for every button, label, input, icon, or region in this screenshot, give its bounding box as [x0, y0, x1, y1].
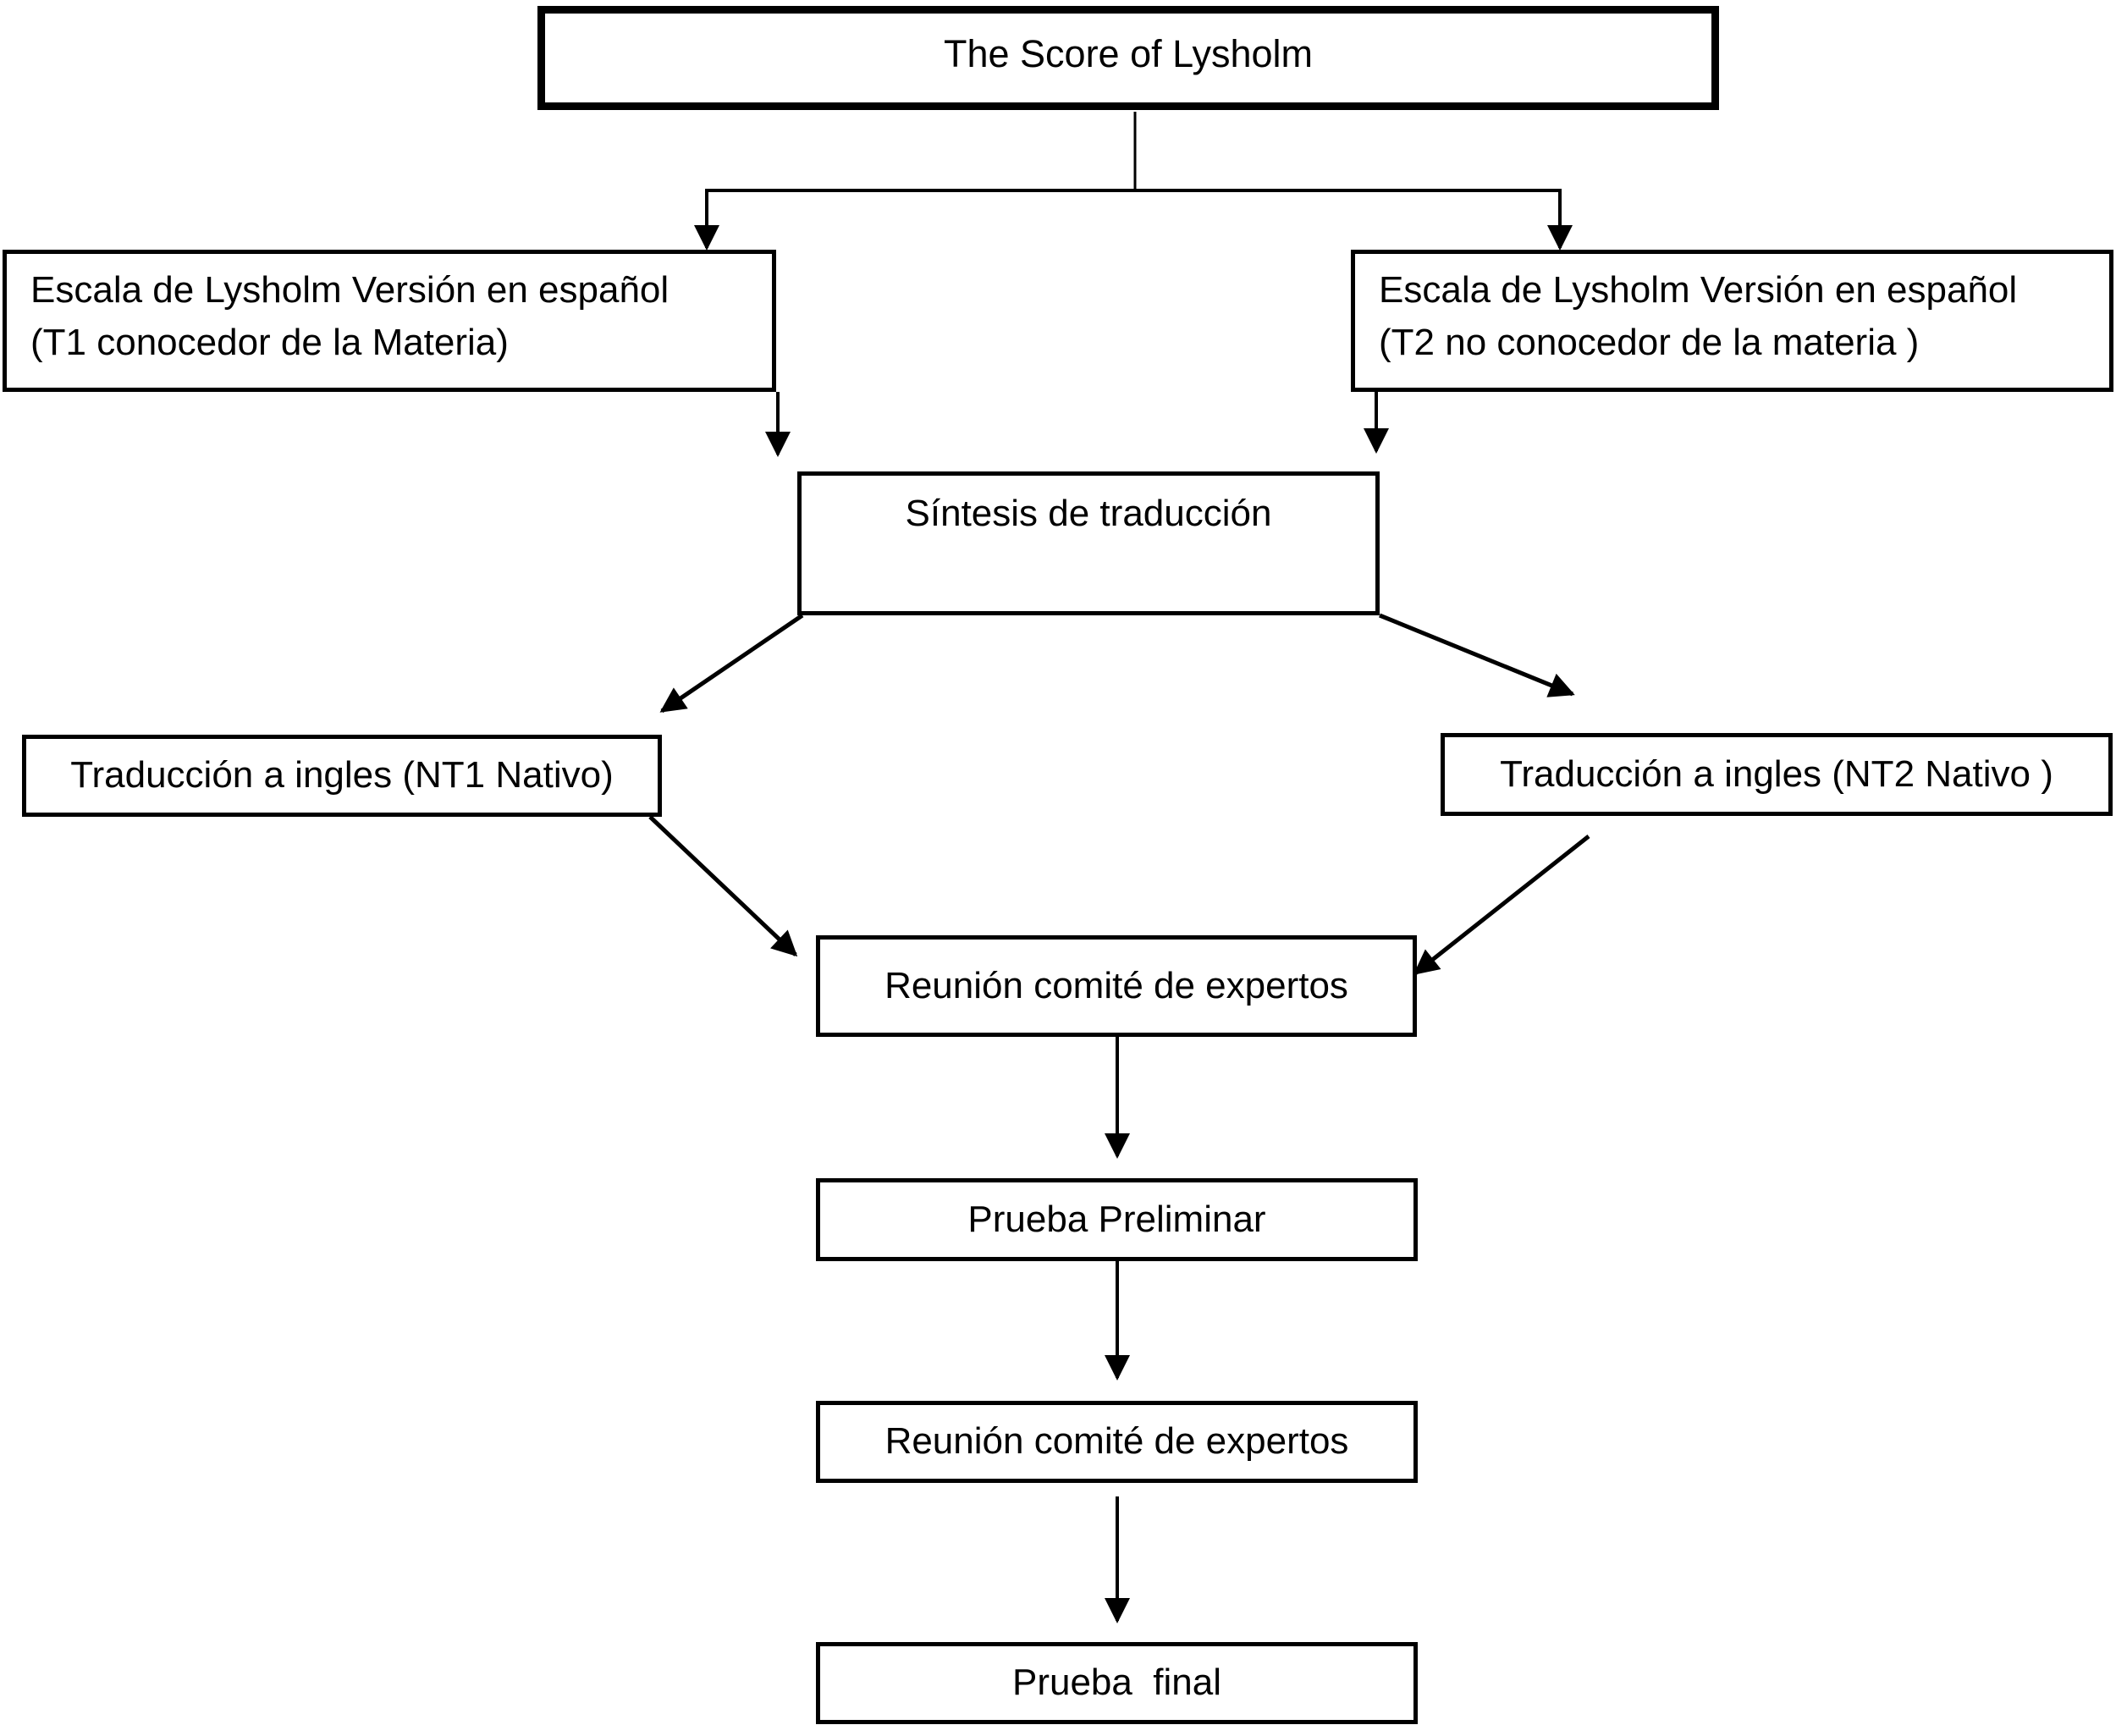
escala-t1-line2: (T1 conocedor de la Materia): [30, 322, 509, 363]
box-nt1: Traducción a ingles (NT1 Nativo): [22, 735, 662, 817]
box-escala-t1: Escala de Lysholm Versión en español (T1…: [3, 250, 776, 392]
box-title: The Score of Lysholm: [537, 6, 1719, 110]
arrow-sintesis-to-nt2: [1379, 613, 1575, 697]
box-prueba-final: Prueba final: [816, 1642, 1418, 1724]
reunion-1-label: Reunión comité de expertos: [884, 964, 1348, 1006]
box-prueba-preliminar: Prueba Preliminar: [816, 1178, 1418, 1261]
sintesis-label: Síntesis de traducción: [905, 493, 1272, 534]
prueba-preliminar-label: Prueba Preliminar: [967, 1198, 1266, 1240]
box-reunion-expertos-2: Reunión comité de expertos: [816, 1401, 1418, 1483]
escala-t1-line1: Escala de Lysholm Versión en español: [30, 268, 670, 311]
prueba-final-label: Prueba final: [1011, 1662, 1222, 1704]
title-label: The Score of Lysholm: [943, 31, 1314, 75]
box-reunion-expertos-1: Reunión comité de expertos: [816, 935, 1417, 1037]
arrow-nt1-to-reunion1: [648, 815, 798, 957]
escala-t2-line1: Escala de Lysholm Versión en español: [1379, 268, 2018, 311]
nt1-label: Traducción a ingles (NT1 Nativo): [70, 754, 614, 796]
nt2-label: Traducción a ingles (NT2 Nativo ): [1500, 752, 2053, 795]
arrow-nt2-to-reunion1: [1413, 835, 1590, 975]
box-sintesis: Síntesis de traducción: [797, 471, 1380, 615]
arrow-sintesis-to-nt1: [659, 613, 804, 714]
box-nt2: Traducción a ingles (NT2 Nativo ): [1441, 733, 2113, 816]
box-escala-t2: Escala de Lysholm Versión en español (T2…: [1351, 250, 2113, 392]
escala-t2-line2: (T2 no conocedor de la materia ): [1379, 322, 1920, 363]
reunion-2-label: Reunión comité de expertos: [884, 1420, 1349, 1463]
